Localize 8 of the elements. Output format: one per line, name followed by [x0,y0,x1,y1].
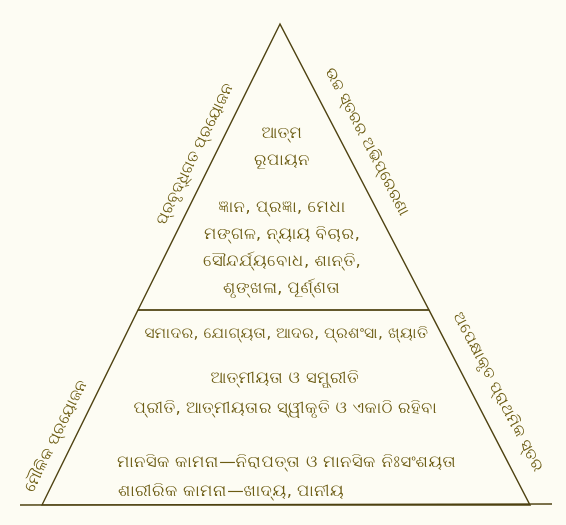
heading-text: ଆତ୍ମ ରୂପାୟନ [254,122,310,172]
description-text: ପ୍ରୀତି, ଆତ୍ମୀୟତାର ସ୍ୱୀକୃତି ଓ ଏକାଠି ରହିବା [134,397,437,419]
heading-text: ଆତ୍ମୀୟତା ଓ ସମ୍ପ୍ରୀତି [210,367,359,389]
triangle-section [138,24,429,310]
need-text: ମାନସିକ କାମନା—ନିରାପତ୍ତା ଓ ମାନସିକ ନିଃସଂଶୟତା [117,451,456,473]
list-text: ସମାଦର, ଯୋଗ୍ୟତା, ଆଦର, ପ୍ରଶଂସା, ଖ୍ୟାତି [144,323,428,344]
list-text: ଜ୍ଞାନ, ପ୍ରଜ୍ଞା, ମେଧା ମଙ୍ଗଳ, ନ୍ୟାୟ ବିଚାର, ସୌନ୍ଦର୍ଯ୍ୟବୋଧ, ଶାନ୍ତି, ଶୃଙ୍ଖଳା, ପୂର୍ଣ୍ଣତା [203,196,361,300]
need-text: ଶାରୀରିକ କାମନା—ଖାଦ୍ୟ, ପାନୀୟ [118,480,344,502]
